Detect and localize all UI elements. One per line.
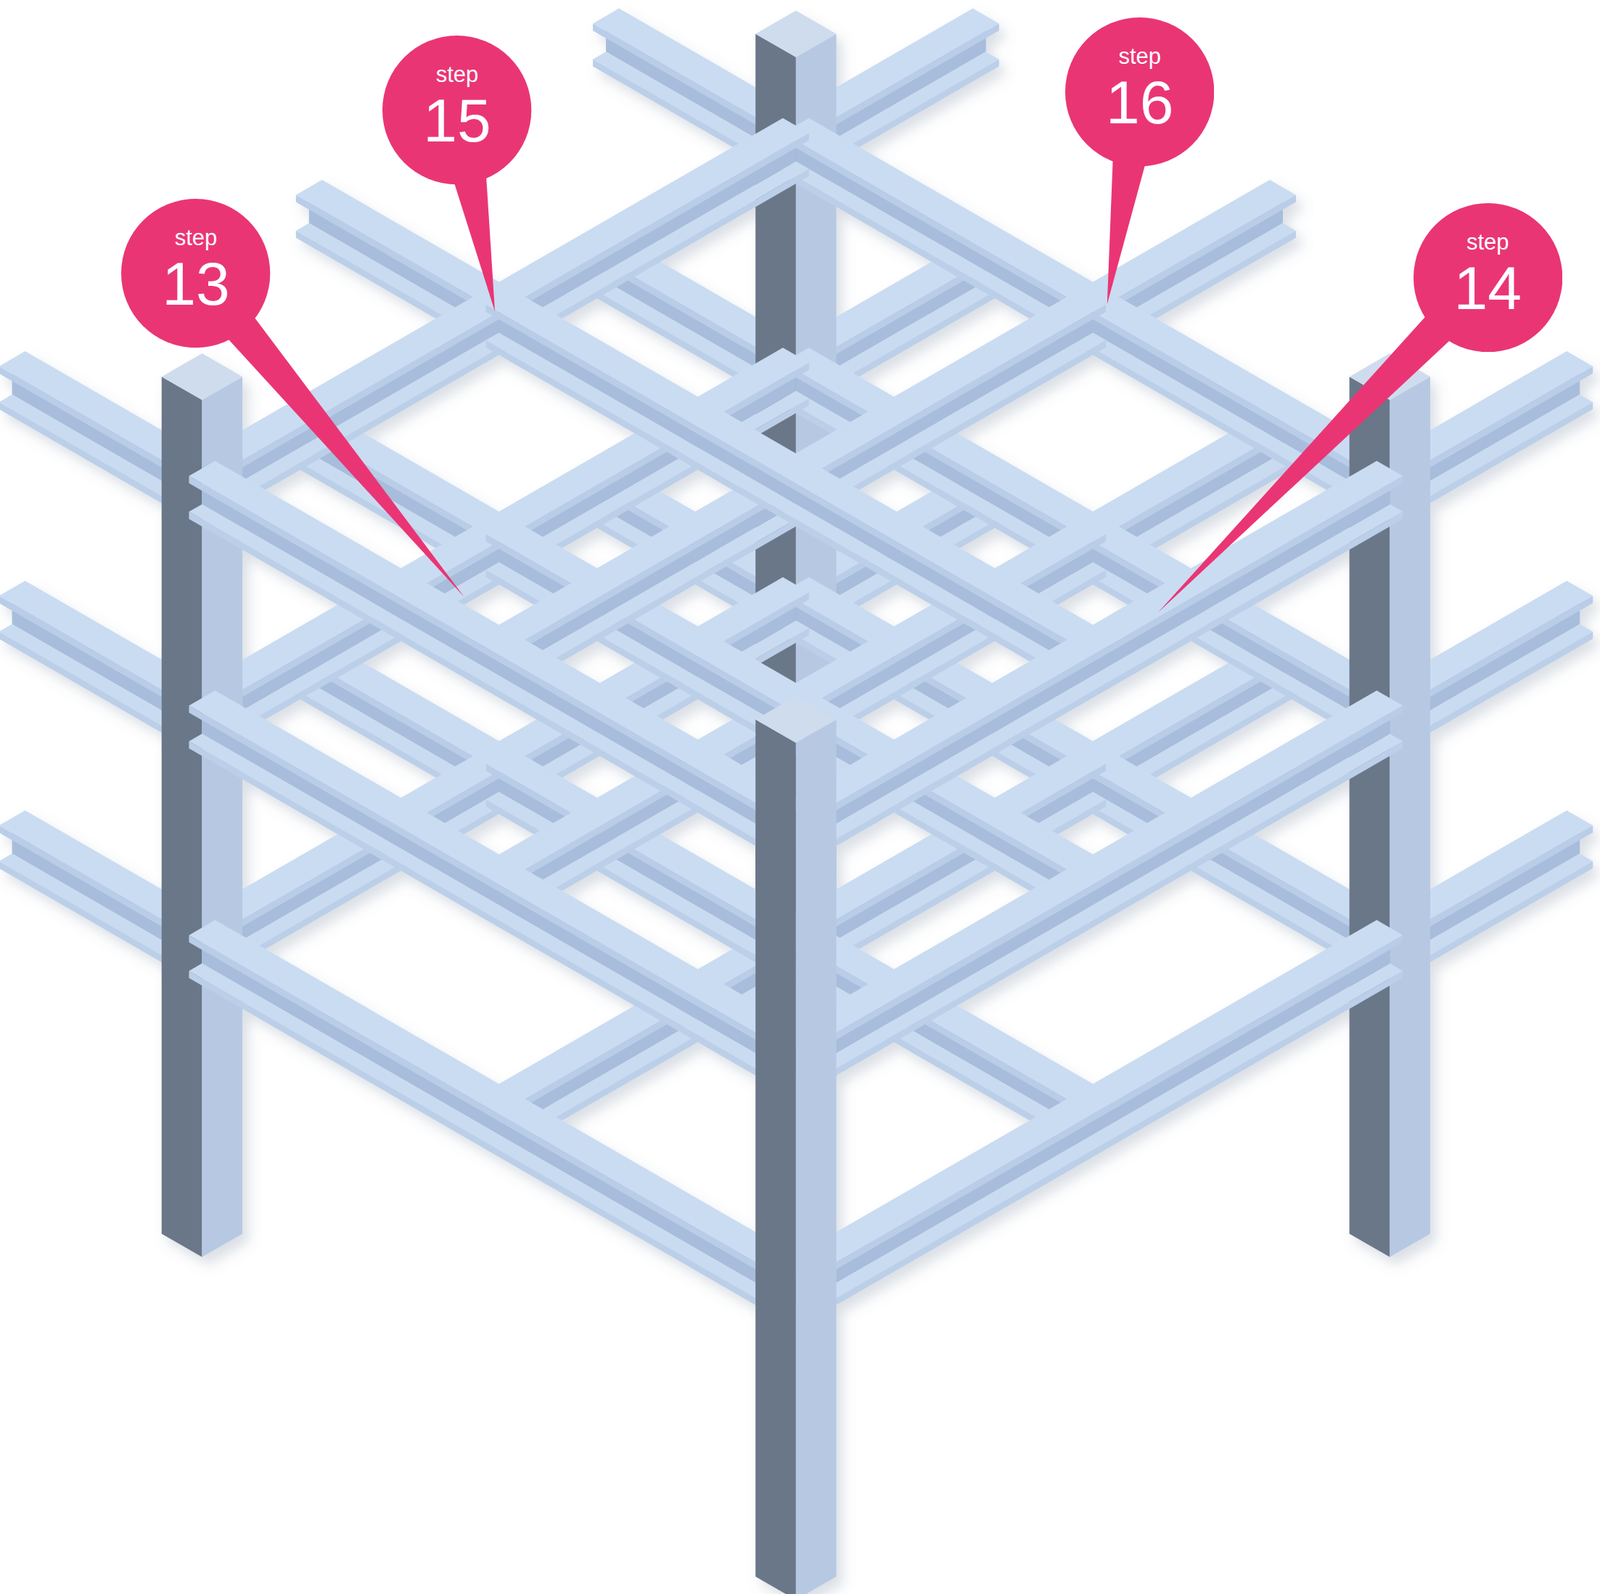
- beam-flange: [486, 340, 1080, 691]
- beam-flange: [486, 304, 1080, 655]
- callout-pointer: [1158, 309, 1458, 613]
- callout-number: 16: [1105, 71, 1174, 133]
- callout-content: step 14: [1413, 203, 1563, 352]
- callout-word: step: [436, 63, 479, 86]
- beam-flange: [486, 333, 1093, 684]
- beam-flange: [0, 825, 189, 943]
- beam-flange: [1402, 366, 1593, 484]
- steel-beam: [188, 460, 809, 862]
- steel-frame: [0, 8, 1593, 1594]
- callout-circle: [1413, 203, 1563, 352]
- callout-pointer: [1107, 149, 1148, 305]
- callout-badge: step 14: [1413, 203, 1563, 352]
- beam-flange: [188, 920, 809, 1278]
- steel-beam: [782, 460, 1403, 862]
- callout-content: step 16: [1065, 17, 1214, 167]
- beam-flange: [188, 504, 796, 855]
- callout-badge: step 16: [1065, 17, 1214, 167]
- column-top: [161, 353, 243, 400]
- column-face: [796, 719, 837, 1594]
- beam-flange: [296, 195, 487, 313]
- callout-word: step: [174, 226, 218, 249]
- callout-circle: [121, 198, 270, 348]
- beam-flange: [486, 289, 1106, 648]
- steel-beam: [486, 289, 1106, 691]
- beam-flange: [782, 920, 1403, 1278]
- beam-flange: [0, 595, 189, 713]
- beam-flange: [1105, 195, 1296, 313]
- callout-number: 13: [161, 253, 230, 315]
- callout-word: step: [1466, 230, 1510, 254]
- beam-flange: [592, 23, 783, 141]
- callout-content: step 15: [382, 35, 532, 185]
- steel-beam: [486, 289, 1106, 691]
- beam-flange: [809, 476, 1403, 826]
- callout-number: 14: [1454, 257, 1522, 319]
- column-top: [755, 696, 836, 744]
- beam-flange: [796, 504, 1403, 855]
- beam-flange: [0, 366, 189, 484]
- beam-flange: [188, 690, 809, 1049]
- beam-flange: [188, 511, 783, 862]
- callout-pointers: [221, 149, 1458, 613]
- beam-flange: [188, 460, 809, 819]
- callout-badge: step 13: [121, 198, 270, 348]
- callout-badge: step 15: [382, 35, 532, 185]
- callout-circle: [1065, 17, 1214, 167]
- beam-flange: [782, 690, 1403, 1049]
- callout-word: step: [1118, 44, 1161, 68]
- callout-pointer: [451, 166, 495, 312]
- callout-pointer: [221, 309, 465, 598]
- callout-content: step 13: [121, 198, 270, 348]
- callout-circle: [382, 35, 532, 185]
- beam-flange: [782, 460, 1403, 819]
- beam-flange: [486, 289, 1106, 648]
- beam-flange: [1402, 595, 1593, 713]
- beam-flange: [809, 23, 1000, 141]
- beam-flange: [188, 476, 783, 826]
- beam-flange: [1402, 825, 1593, 943]
- callout-number: 15: [423, 89, 491, 151]
- column-top: [755, 10, 836, 58]
- column-face: [755, 719, 797, 1594]
- steel-column: [755, 696, 836, 1594]
- beam-flange: [809, 511, 1403, 862]
